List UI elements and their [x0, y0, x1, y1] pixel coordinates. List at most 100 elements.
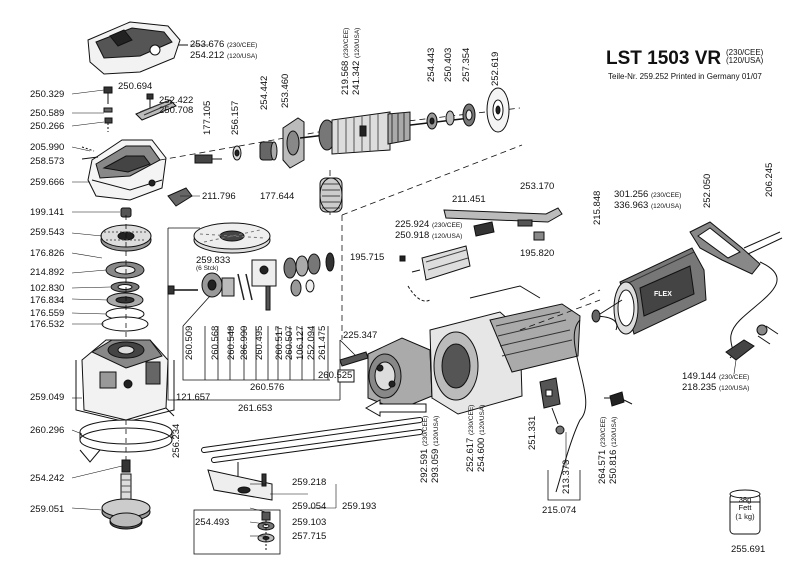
flex-logo: FLEX: [654, 291, 672, 298]
part-label-250918: 250.918 (120/USA): [395, 230, 463, 241]
bearings-right: [426, 87, 510, 133]
part-label-250589: 250.589: [30, 108, 65, 119]
part-label-257354: 257.354: [461, 47, 472, 82]
spindle-part: [101, 420, 151, 530]
part-label-259103: 259.103: [292, 517, 327, 528]
rear-handle-part: [689, 221, 783, 275]
part-label-261475: 261.475: [317, 325, 328, 360]
part-label-199141: 199.141: [30, 207, 65, 218]
part-info: Teile-Nr. 259.252 Printed in Germany 01/…: [608, 72, 762, 81]
part-label-260509: 260.509: [184, 325, 195, 360]
part-label-252619: 252.619: [490, 51, 501, 86]
part-label-259049: 259.049: [30, 392, 65, 403]
part-label-259543: 259.543: [30, 227, 65, 238]
fan-part: [319, 177, 343, 213]
part-label-215848: 215.848: [592, 190, 603, 225]
motor-housing-part: [367, 285, 581, 415]
part-label-260525: 260.525: [318, 370, 353, 381]
assembly-arrow-down: [79, 449, 101, 463]
part-label-259666: 259.666: [30, 177, 65, 188]
part-label-206245: 206.245: [764, 162, 775, 197]
motor-shell-part: FLEX: [613, 247, 707, 335]
grease-label: 38g Fett (1 kg): [735, 495, 755, 521]
part-label-250816: 250.816 (120/USA): [608, 416, 619, 484]
part-label-258573: 258.573: [30, 156, 65, 167]
part-label-259218: 259.218: [292, 477, 327, 488]
part-label-259193: 259.193: [342, 501, 377, 512]
screws-top-left: [103, 86, 177, 132]
part-label-252617: 252.617 (230/CEE): [465, 404, 476, 472]
capacitor-parts: [539, 377, 633, 501]
part-label-293059: 293.059 (120/USA): [430, 415, 441, 483]
part-label-176532: 176.532: [30, 319, 65, 330]
part-label-260296: 260.296: [30, 425, 65, 436]
part-label-301256: 301.256 (230/CEE): [614, 189, 682, 200]
part-label-253460: 253.460: [280, 73, 291, 108]
part-label-252050: 252.050: [702, 173, 713, 208]
part-label-149144: 149.144 (230/CEE): [682, 371, 750, 382]
part-label-254443: 254.443: [426, 47, 437, 82]
part-label-260568: 260.568: [210, 325, 221, 360]
part-label-214892: 214.892: [30, 267, 65, 278]
part-label-211796: 211.796: [202, 191, 236, 202]
grease-container: [729, 489, 761, 535]
part-label-250266: 250.266: [30, 121, 65, 132]
part-label-250708: 250.708: [159, 105, 194, 116]
part-label-215074: 215.074: [542, 505, 577, 516]
armature-support-parts: [194, 117, 305, 169]
part-label-213373: 213.373: [561, 459, 572, 494]
part-label-261653: 261.653: [238, 403, 273, 414]
washer-stack: [193, 509, 281, 555]
part-label-251331: 251.331: [527, 415, 538, 450]
part-label-250694: 250.694: [118, 81, 153, 92]
dashed-axes-right: [341, 144, 601, 340]
side-handle-part: [201, 417, 423, 501]
part-label-176834: 176.834: [30, 295, 65, 306]
part-label-260548: 260.548: [226, 325, 237, 360]
gear-head-part: [75, 339, 175, 423]
part-label-336963: 336.963 (120/USA): [614, 200, 682, 211]
part-label-254242: 254.242: [30, 473, 65, 484]
part-label-260507: 260.507: [284, 325, 295, 360]
armature-part: [299, 111, 471, 155]
part-label-260495: 260.495: [254, 325, 265, 360]
part-label-195820: 195.820: [520, 248, 555, 259]
model-variant-1: (230/CEE): [726, 48, 764, 57]
part-label-252422: 252.422: [159, 95, 194, 106]
part-label-177644: 177.644: [260, 191, 295, 202]
part-label-286990: 286.990: [239, 325, 250, 360]
part-label-256234: 256.234: [171, 423, 182, 458]
part-label-176826: 176.826: [30, 248, 65, 259]
part-label-106127: 106.127: [295, 325, 306, 360]
part-label-292591: 292.591 (230/CEE): [419, 415, 430, 483]
part-label-195715: 195.715: [350, 252, 385, 263]
part-label-250329: 250.329: [30, 89, 65, 100]
handle-cover-part: [87, 21, 188, 75]
flange-assembly: [167, 222, 335, 311]
part-label-259054: 259.054: [292, 501, 327, 512]
model-variant-2: (120/USA): [726, 56, 764, 66]
grease-unit: (1 kg): [735, 511, 755, 521]
assembly-arrow-left: [364, 399, 427, 417]
part-label-256157: 256.157: [230, 100, 241, 135]
part-label-252094: 252.094: [306, 325, 317, 360]
part-label-205990: 205.990: [30, 142, 65, 153]
part-label-225924: 225.924 (230/CEE): [395, 219, 463, 230]
part-label-264571: 264.571 (230/CEE): [597, 416, 608, 484]
model-variants: (230/CEE) (120/USA): [726, 48, 764, 66]
pin-part: [337, 351, 369, 383]
part-label-259051: 259.051: [30, 504, 65, 515]
grease-weight: 38g: [738, 495, 752, 504]
part-label-225347: 225.347: [343, 330, 378, 341]
gear-housing-part: [81, 139, 193, 207]
part-label-259833: 259.833: [196, 255, 231, 266]
part-label-250403: 250.403: [443, 47, 454, 82]
part-label-102830: 102.830: [30, 283, 65, 294]
part-label-259833-note: (6 Stck): [196, 265, 219, 272]
part-label-177105: 177.105: [202, 100, 213, 135]
part-label-254493: 254.493: [195, 517, 230, 528]
part-label-121657: 121.657: [176, 392, 211, 403]
part-label-211451: 211.451: [452, 194, 486, 205]
